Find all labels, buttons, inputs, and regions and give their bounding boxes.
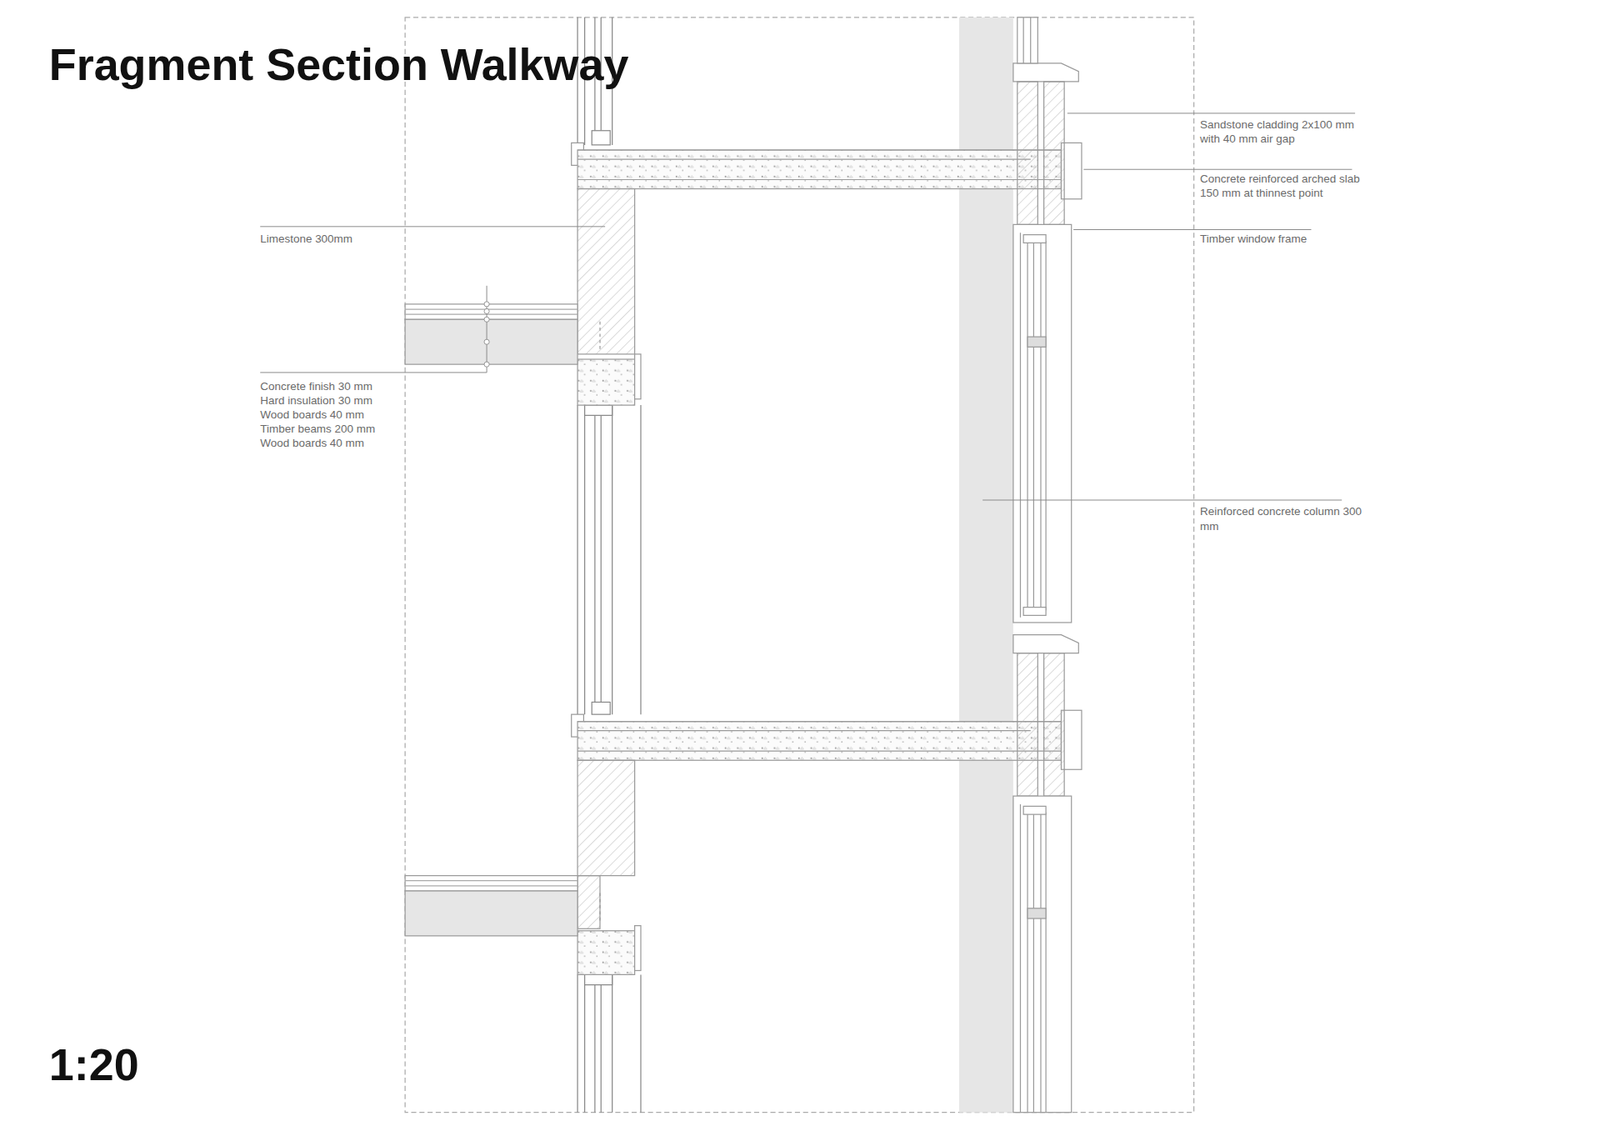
layer-label: Wood boards 40 mm — [260, 435, 465, 450]
material-label: Concrete reinforced arched slab 150 mm a… — [1200, 171, 1374, 200]
material-label: Sandstone cladding 2x100 mm with 40 mm a… — [1200, 117, 1374, 146]
material-label: Limestone 300mm — [260, 231, 465, 246]
layer-label: Hard insulation 30 mm — [260, 392, 465, 407]
material-label: Timber window frame — [1200, 231, 1374, 246]
layer-label: Wood boards 40 mm — [260, 407, 465, 422]
drawing-title: Fragment Section Walkway — [49, 39, 630, 90]
scale-label: 1:20 — [49, 1039, 140, 1090]
layer-label: Concrete finish 30 mm — [260, 378, 465, 393]
layer-label: Timber beams 200 mm — [260, 421, 465, 436]
material-label: Reinforced concrete column 300 mm — [1200, 504, 1364, 533]
